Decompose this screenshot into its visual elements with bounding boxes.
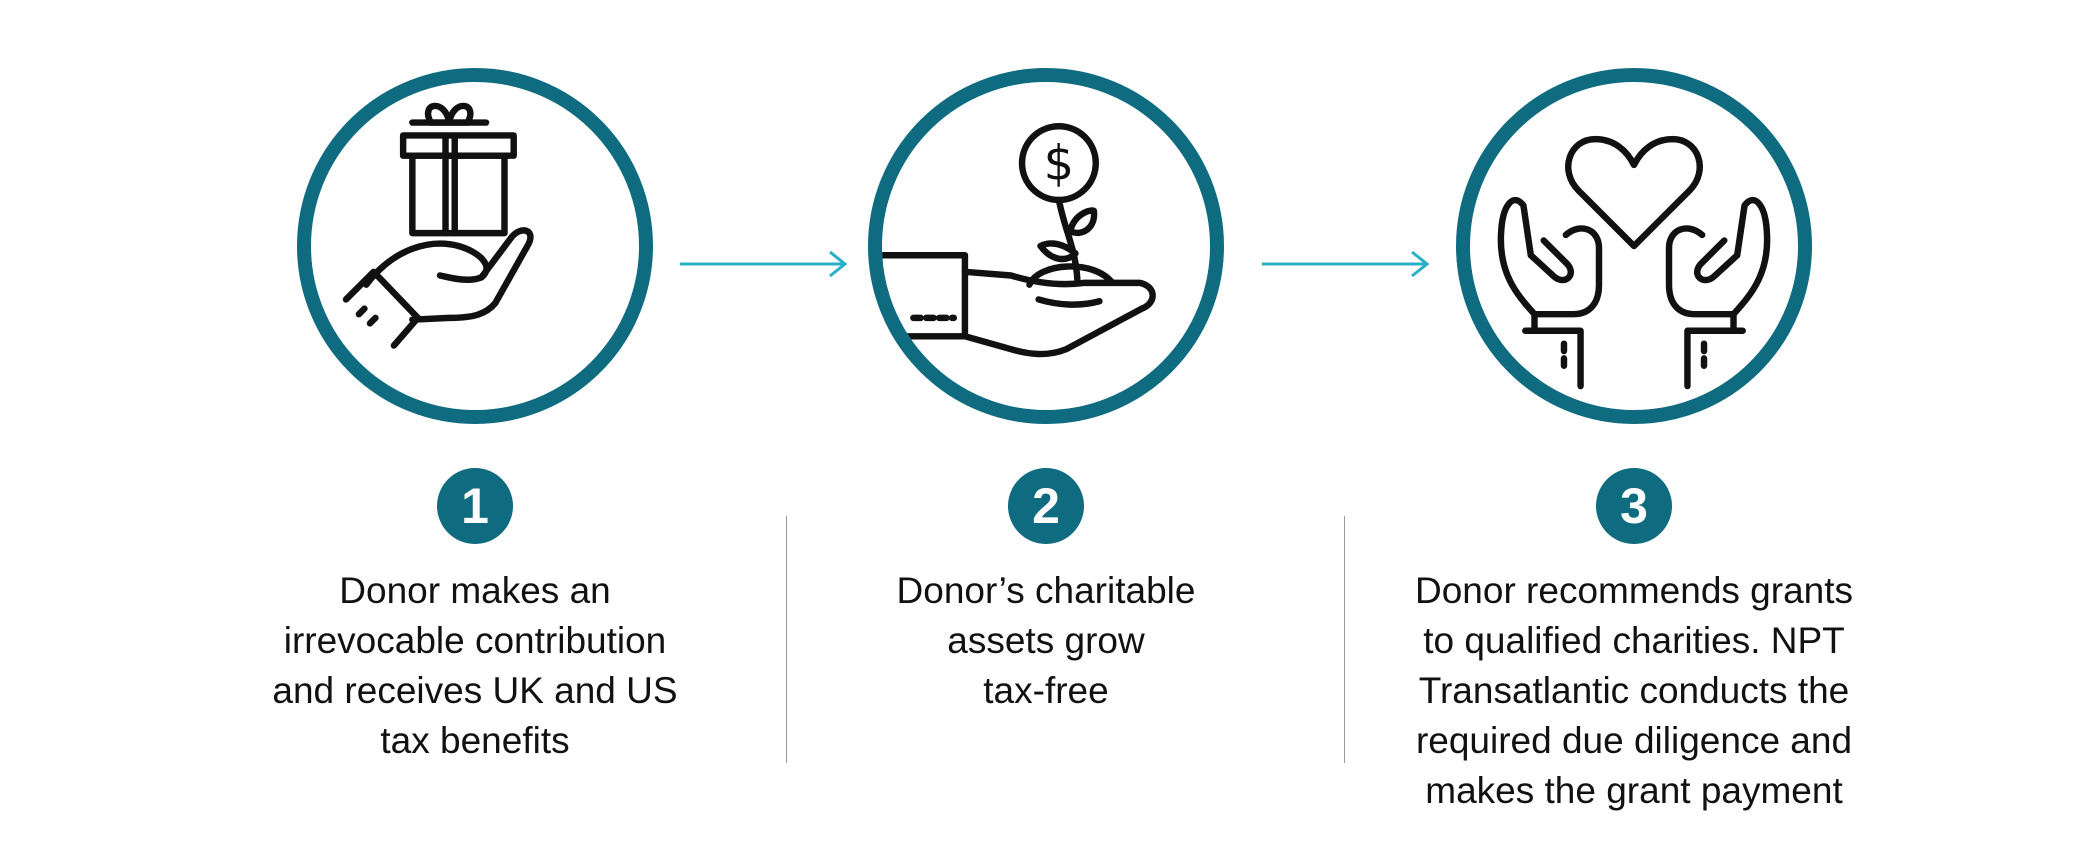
step-2-number-badge: 2 <box>1008 468 1084 544</box>
column-divider <box>1344 516 1345 763</box>
arrow-right-icon <box>1262 250 1430 278</box>
step-2-description: Donor’s charitable assets grow tax-free <box>896 570 1196 711</box>
step-1-description: Donor makes an irrevocable contribution … <box>272 570 678 761</box>
step-1-number-badge: 1 <box>437 468 513 544</box>
step-3-description: Donor recommends grants to qualified cha… <box>1414 570 1854 811</box>
column-divider <box>786 516 787 763</box>
hands-giving-heart-icon <box>1497 135 1771 390</box>
svg-text:$: $ <box>1044 137 1074 192</box>
arrow-right-icon <box>680 250 848 278</box>
step-3-number-badge: 3 <box>1596 468 1672 544</box>
step-3-icon-circle <box>1456 68 1812 424</box>
hand-growing-money-plant-icon: $ <box>882 123 1156 358</box>
step-1-icon-circle <box>297 68 653 424</box>
hand-holding-gift-icon <box>342 102 534 349</box>
step-2-icon-circle: $ <box>868 68 1224 424</box>
